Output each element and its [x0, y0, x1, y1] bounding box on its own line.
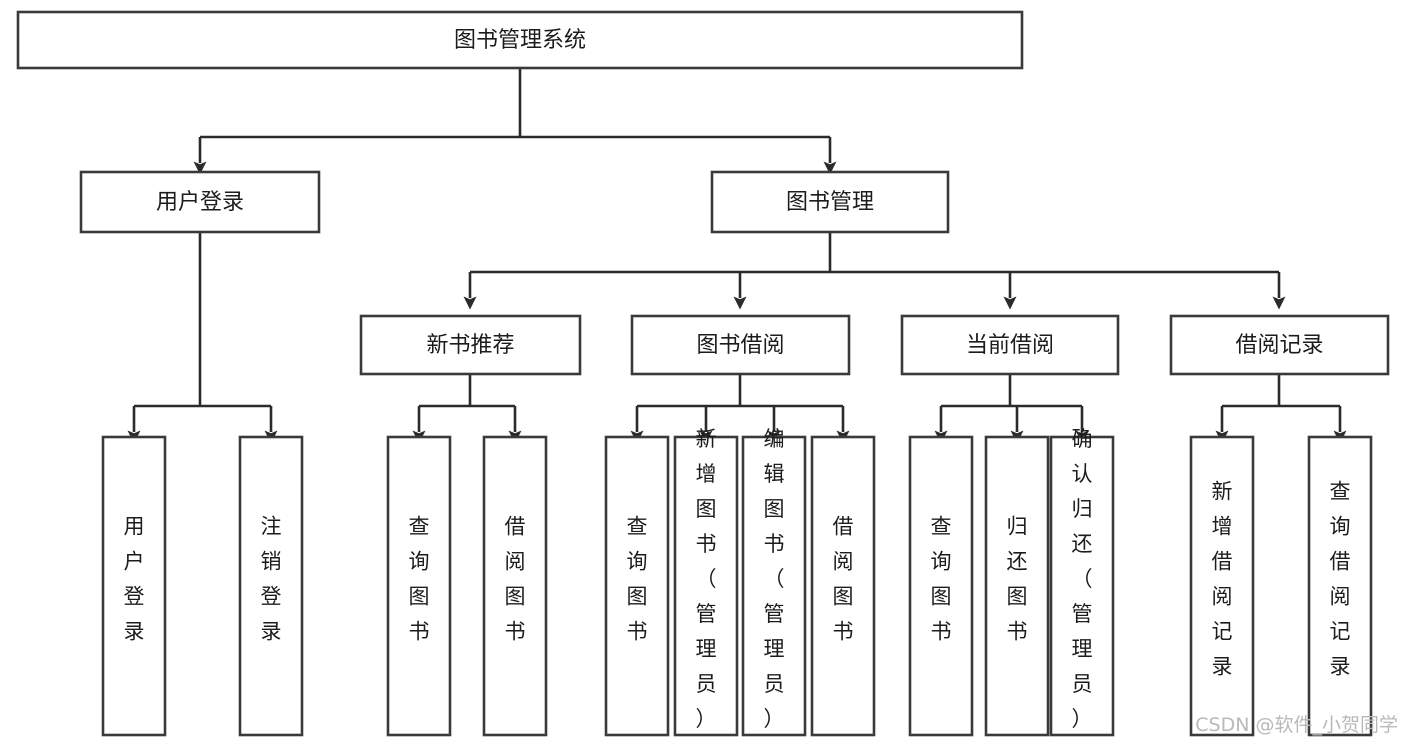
node-leaf-borrow-book[interactable]: 借阅图书	[810, 435, 876, 737]
node-label-leaf-query-book-current: 查询图书	[931, 515, 952, 644]
node-borrow-record[interactable]: 借阅记录	[1169, 314, 1390, 376]
node-label-book-management: 图书管理	[786, 190, 874, 215]
node-leaf-edit-book-admin[interactable]: 编辑图书（管理员）	[741, 427, 807, 737]
node-leaf-query-book-borrow[interactable]: 查询图书	[604, 435, 670, 737]
node-label-leaf-logout: 注销登录	[261, 515, 282, 644]
node-label-borrow-record: 借阅记录	[1235, 333, 1323, 358]
node-book-management[interactable]: 图书管理	[710, 170, 950, 234]
node-box-leaf-edit-book-admin	[741, 435, 807, 737]
node-box-book-management	[710, 170, 950, 234]
node-new-book-recommend[interactable]: 新书推荐	[359, 314, 582, 376]
node-current-borrow[interactable]: 当前借阅	[900, 314, 1120, 376]
node-label-root: 图书管理系统	[454, 28, 586, 53]
node-box-leaf-user-login	[101, 435, 167, 737]
node-label-new-book-recommend: 新书推荐	[426, 333, 514, 358]
node-box-leaf-query-book-recommend	[386, 435, 452, 737]
connector-current-to-leaves	[934, 374, 1089, 444]
node-leaf-user-login[interactable]: 用户登录	[101, 435, 167, 737]
node-leaf-logout[interactable]: 注销登录	[238, 435, 304, 737]
node-box-borrow-record	[1169, 314, 1390, 376]
node-label-leaf-add-book-admin: 新增图书（管理员）	[696, 427, 717, 731]
node-box-leaf-query-borrow-record	[1307, 435, 1373, 737]
node-leaf-return-book[interactable]: 归还图书	[984, 435, 1050, 737]
node-box-leaf-query-book-borrow	[604, 435, 670, 737]
node-box-leaf-confirm-return-admin	[1049, 435, 1115, 737]
node-label-leaf-user-login: 用户登录	[124, 515, 145, 644]
node-label-leaf-return-book: 归还图书	[1007, 515, 1028, 644]
node-label-leaf-borrow-book-recommend: 借阅图书	[505, 515, 526, 644]
node-box-leaf-query-book-current	[908, 435, 974, 737]
node-leaf-confirm-return-admin[interactable]: 确认归还（管理员）	[1049, 427, 1115, 737]
node-label-leaf-query-book-borrow: 查询图书	[627, 515, 648, 644]
node-leaf-add-book-admin[interactable]: 新增图书（管理员）	[673, 427, 739, 737]
node-book-borrow[interactable]: 图书借阅	[630, 314, 851, 376]
node-label-leaf-add-borrow-record: 新增借阅记录	[1212, 480, 1233, 679]
node-label-leaf-borrow-book: 借阅图书	[833, 515, 854, 644]
connector-root-to-level2	[193, 68, 837, 175]
node-box-user-login	[79, 170, 321, 234]
node-label-current-borrow: 当前借阅	[966, 333, 1054, 358]
node-user-login[interactable]: 用户登录	[79, 170, 321, 234]
node-box-leaf-borrow-book-recommend	[482, 435, 548, 737]
node-box-book-borrow	[630, 314, 851, 376]
node-layer: 图书管理系统用户登录图书管理新书推荐图书借阅当前借阅借阅记录用户登录注销登录查询…	[16, 10, 1390, 737]
connector-management-to-modules	[463, 232, 1286, 310]
connector-recommend-to-leaves	[412, 374, 522, 444]
node-label-leaf-query-book-recommend: 查询图书	[409, 515, 430, 644]
connector-userlogin-to-leaves	[127, 232, 278, 444]
node-label-book-borrow: 图书借阅	[696, 333, 784, 358]
node-box-new-book-recommend	[359, 314, 582, 376]
connector-record-to-leaves	[1215, 374, 1347, 444]
node-leaf-add-borrow-record[interactable]: 新增借阅记录	[1189, 435, 1255, 737]
node-root[interactable]: 图书管理系统	[16, 10, 1024, 70]
node-box-leaf-logout	[238, 435, 304, 737]
node-box-leaf-add-book-admin	[673, 435, 739, 737]
node-leaf-query-book-current[interactable]: 查询图书	[908, 435, 974, 737]
connector-layer	[127, 68, 1347, 444]
node-leaf-borrow-book-recommend[interactable]: 借阅图书	[482, 435, 548, 737]
node-box-leaf-return-book	[984, 435, 1050, 737]
node-box-current-borrow	[900, 314, 1120, 376]
node-leaf-query-book-recommend[interactable]: 查询图书	[386, 435, 452, 737]
node-box-root	[16, 10, 1024, 70]
connector-borrow-to-leaves	[630, 374, 850, 444]
csdn-watermark: CSDN @软件_小贺同学	[1195, 714, 1398, 736]
node-box-leaf-borrow-book	[810, 435, 876, 737]
node-box-leaf-add-borrow-record	[1189, 435, 1255, 737]
node-label-user-login: 用户登录	[156, 190, 244, 215]
node-label-leaf-confirm-return-admin: 确认归还（管理员）	[1072, 427, 1093, 731]
node-label-leaf-edit-book-admin: 编辑图书（管理员）	[764, 427, 785, 731]
node-leaf-query-borrow-record[interactable]: 查询借阅记录	[1307, 435, 1373, 737]
node-label-leaf-query-borrow-record: 查询借阅记录	[1330, 480, 1351, 679]
